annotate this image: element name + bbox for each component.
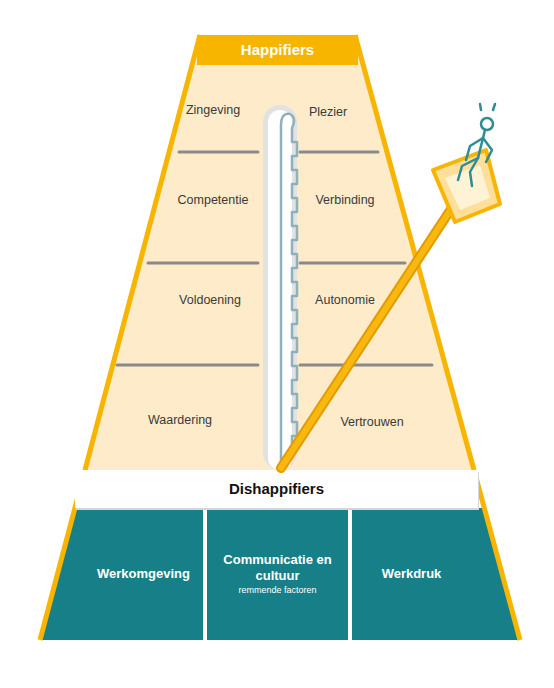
node-label: Verbinding	[315, 193, 374, 207]
node-label: Happifiers	[200, 35, 355, 65]
factor-box: Werkdruk	[353, 512, 470, 636]
factor-box: Werkomgeving	[85, 512, 202, 636]
happifier-cell: Zingeving	[184, 101, 242, 119]
base-divider	[203, 508, 207, 640]
happifier-cell: Voldoening	[177, 291, 243, 309]
factor-box: Communicatie en cultuurremmende factoren	[208, 512, 347, 636]
climbing-wall	[263, 105, 297, 470]
node-label: Voldoening	[179, 293, 241, 307]
teal-base	[40, 508, 520, 640]
base-divider	[348, 508, 352, 640]
divider-line	[300, 151, 378, 154]
person-arm	[466, 138, 483, 160]
node-label: Waardering	[148, 413, 212, 427]
happifier-cell: Waardering	[146, 411, 214, 429]
header-bar	[197, 35, 358, 65]
divider-line	[117, 364, 258, 367]
node-label: Plezier	[309, 105, 347, 119]
happifier-cell: Competentie	[176, 191, 251, 209]
person-head	[481, 118, 493, 130]
divider-line	[148, 262, 258, 265]
happifier-cell: Vertrouwen	[338, 413, 405, 431]
divider-line	[300, 262, 405, 265]
dishappifiers-base: DishappifiersWerkomgeving Communicatie en…	[40, 470, 520, 640]
node-label: Communicatie en cultuur	[218, 552, 338, 584]
sign-inner	[445, 165, 490, 210]
pyramid-side	[355, 35, 474, 470]
person-arm	[483, 138, 492, 162]
pyramid-fill	[85, 35, 474, 470]
happifier-cell: Autonomie	[313, 291, 377, 309]
node-label: Competentie	[178, 193, 249, 207]
happifier-cell: Plezier	[307, 103, 349, 121]
band	[75, 470, 478, 508]
wall-line	[281, 114, 297, 468]
node-label: Zingeving	[186, 103, 240, 117]
node-label: Vertrouwen	[340, 415, 403, 429]
person-body	[478, 130, 485, 158]
happifier-cell: Verbinding	[313, 191, 376, 209]
pyramid-side	[85, 35, 200, 470]
node-label: Werkomgeving	[97, 566, 190, 582]
node-label: Autonomie	[315, 293, 375, 307]
person-marks	[480, 104, 495, 110]
node-label: Dishappifiers	[75, 470, 478, 508]
pyramid-side	[474, 470, 520, 640]
person-leg	[470, 158, 478, 186]
node-sublabel: remmende factoren	[238, 584, 316, 596]
node-label: Werkdruk	[382, 566, 442, 582]
divider-line	[179, 151, 258, 154]
wall-line-path	[281, 114, 297, 468]
divider-line	[300, 364, 432, 367]
person	[458, 104, 495, 186]
